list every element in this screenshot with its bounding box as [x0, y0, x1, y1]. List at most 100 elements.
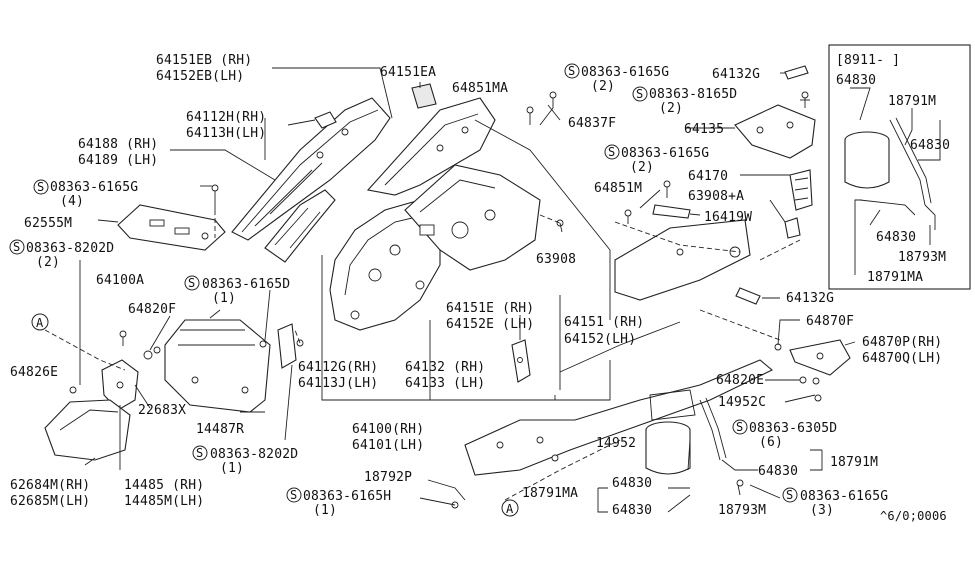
label-64133: 64133 (LH)	[405, 376, 485, 391]
cover-14487R	[164, 319, 271, 413]
label-64837F: 64837F	[568, 116, 616, 131]
label-64820E: 64820E	[716, 373, 764, 388]
lower-side-member	[464, 359, 774, 476]
label-64170: 64170	[688, 169, 728, 184]
bracket-64151E	[511, 339, 531, 383]
circle-marker-A-left: A	[31, 313, 49, 331]
label-64830-f: 64830	[612, 503, 652, 518]
part-labels: 64151EB (RH) 64152EB(LH) 64151EA 64851MA…	[10, 53, 950, 523]
label-64830-a: 64830	[836, 73, 876, 88]
label-14952C: 14952C	[718, 395, 766, 410]
label-qty: (3)	[810, 503, 834, 518]
label-64100A: 64100A	[96, 273, 144, 288]
label-18793M-a: 18793M	[898, 250, 946, 265]
label-14485M: 14485M(LH)	[124, 494, 204, 509]
bracket-63908A	[784, 217, 801, 239]
bracket-14485	[101, 359, 139, 411]
label-64132: 64132 (RH)	[405, 360, 485, 375]
label-64152E: 64152E (LH)	[446, 317, 534, 332]
label-64826E: 64826E	[10, 365, 58, 380]
bracket-64870P	[789, 339, 851, 376]
s-marker-label: S	[736, 420, 743, 434]
label-64870F: 64870F	[806, 314, 854, 329]
label-08363-8202D-b: 08363-8202D	[210, 447, 298, 462]
label-08363-6165G-a: 08363-6165G	[581, 65, 669, 80]
hose-64132G-mid	[735, 287, 761, 305]
label-64113J: 64113J(LH)	[298, 376, 378, 391]
leader-lines	[79, 67, 941, 513]
s-marker-label: S	[608, 145, 615, 159]
fender-upper-panel	[231, 97, 391, 241]
label-64830-d: 64830	[758, 464, 798, 479]
label-62685M: 62685M(LH)	[10, 494, 90, 509]
label-63908: 63908	[536, 252, 576, 267]
label-date-range: [8911- ]	[836, 53, 900, 68]
fender-lower-panel	[264, 189, 336, 263]
label-64830-c: 64830	[876, 230, 916, 245]
s-marker-label: S	[37, 180, 44, 194]
label-16419W: 16419W	[704, 210, 752, 225]
label-22683X: 22683X	[138, 403, 186, 418]
bracket-64112H	[314, 111, 337, 129]
label-64151EA: 64151EA	[380, 65, 436, 80]
s-marker-label: S	[636, 87, 643, 101]
dashed-guide-lines	[44, 210, 801, 501]
label-63908A: 63908+A	[688, 189, 744, 204]
label-64151E: 64151E (RH)	[446, 301, 534, 316]
s-marker-label: S	[188, 276, 195, 290]
label-18791M-b: 18791M	[830, 455, 878, 470]
bracket-64170	[789, 169, 813, 211]
bolt-glyphs	[69, 91, 822, 509]
label-08363-6305D: 08363-6305D	[749, 421, 837, 436]
hose-18791M	[699, 397, 727, 461]
label-qty: (2)	[659, 101, 683, 116]
label-64151: 64151 (RH)	[564, 315, 644, 330]
s-marker-label: S	[786, 488, 793, 502]
label-64830-b: 64830	[910, 138, 950, 153]
inset-reservoir	[844, 117, 936, 230]
label-64113H: 64113H(LH)	[186, 126, 266, 141]
shroud-62684M	[44, 399, 131, 461]
label-qty: (1)	[212, 291, 236, 306]
label-64820F: 64820F	[128, 302, 176, 317]
label-14485: 14485 (RH)	[124, 478, 204, 493]
circle-A-label: A	[36, 316, 44, 330]
s-marker-label: S	[568, 64, 575, 78]
label-64101: 64101(LH)	[352, 438, 424, 453]
pad-64151EA	[411, 83, 437, 109]
bolt-64820F	[143, 346, 161, 360]
label-18792P: 18792P	[364, 470, 412, 485]
label-18791M-a: 18791M	[888, 94, 936, 109]
label-qty: (1)	[313, 503, 337, 518]
label-18791MA-b: 18791MA	[522, 486, 578, 501]
bracket-08363-8202D	[277, 323, 297, 369]
label-64152: 64152(LH)	[564, 332, 636, 347]
label-18793M-b: 18793M	[718, 503, 766, 518]
clip-16419W	[652, 204, 691, 219]
label-08363-8165D: 08363-8165D	[649, 87, 737, 102]
s-markers: S S S S S S S S S S	[9, 63, 798, 503]
label-qty: (2)	[36, 255, 60, 270]
hose-64132G-top	[784, 65, 809, 80]
label-08363-8202D-a: 08363-8202D	[26, 241, 114, 256]
label-64132G-a: 64132G	[712, 67, 760, 82]
s-marker-label: S	[13, 240, 20, 254]
label-08363-6165G-c: 08363-6165G	[50, 180, 138, 195]
label-08363-6165H: 08363-6165H	[303, 489, 391, 504]
s-marker-label: S	[290, 488, 297, 502]
label-qty: (2)	[630, 160, 654, 175]
label-64189: 64189 (LH)	[78, 153, 158, 168]
label-64870P: 64870P(RH)	[862, 335, 942, 350]
label-qty: (6)	[759, 435, 783, 450]
label-08363-6165G-b: 08363-6165G	[621, 146, 709, 161]
bracket-62555M	[117, 204, 226, 251]
reservoir-14952	[645, 389, 696, 475]
label-08363-6165D: 08363-6165D	[202, 277, 290, 292]
s-marker-label: S	[196, 446, 203, 460]
label-14952: 14952	[596, 436, 636, 451]
label-18791MA-a: 18791MA	[867, 270, 923, 285]
label-qty: (2)	[591, 79, 615, 94]
label-64870Q: 64870Q(LH)	[862, 351, 942, 366]
label-62684M: 62684M(RH)	[10, 478, 90, 493]
